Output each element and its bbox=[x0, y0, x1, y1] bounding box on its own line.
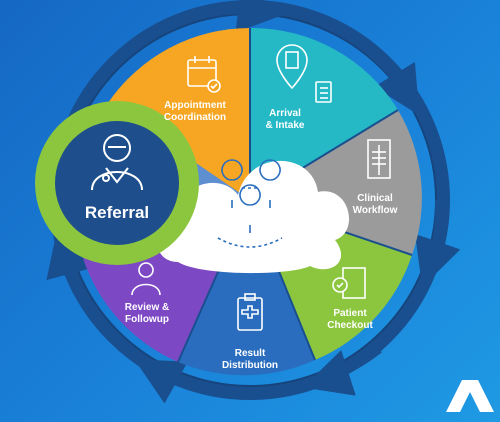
cycle-arrow-icon bbox=[173, 0, 286, 33]
cloud-network-icon bbox=[157, 159, 350, 274]
segment-arrival-intake bbox=[250, 27, 398, 200]
doctor-icon bbox=[91, 134, 143, 191]
segment-label-review: Review & Followup bbox=[124, 302, 170, 325]
cycle-arrow-icon bbox=[414, 199, 461, 288]
segment-label-appointment: Appointment Coordination bbox=[163, 100, 227, 123]
segment-label-arrival: Arrival & Intake bbox=[265, 108, 305, 131]
segment-label-checkout: Patient Checkout bbox=[327, 308, 373, 331]
segment-label-result: Result Distribution bbox=[221, 348, 279, 371]
cycle-arrow-icon bbox=[134, 359, 216, 404]
exit-door-icon bbox=[332, 267, 366, 299]
segment-appointment-coordination bbox=[108, 28, 250, 200]
cycle-arrow-icon bbox=[46, 227, 93, 282]
doctor-small-icon bbox=[131, 262, 161, 296]
referral-label: Referral bbox=[84, 203, 150, 222]
calendar-icon bbox=[187, 56, 221, 93]
xray-icon bbox=[367, 139, 391, 179]
building-location-icon bbox=[276, 44, 332, 103]
segment-label-clinical: Clinical Workflow bbox=[352, 193, 398, 216]
cycle-arrow-icon bbox=[302, 347, 382, 396]
segment-result-distribution bbox=[178, 200, 315, 376]
brand-logo-icon bbox=[446, 380, 494, 412]
clipboard-medical-icon bbox=[237, 293, 263, 331]
cycle-arrow-icon bbox=[333, 27, 420, 116]
